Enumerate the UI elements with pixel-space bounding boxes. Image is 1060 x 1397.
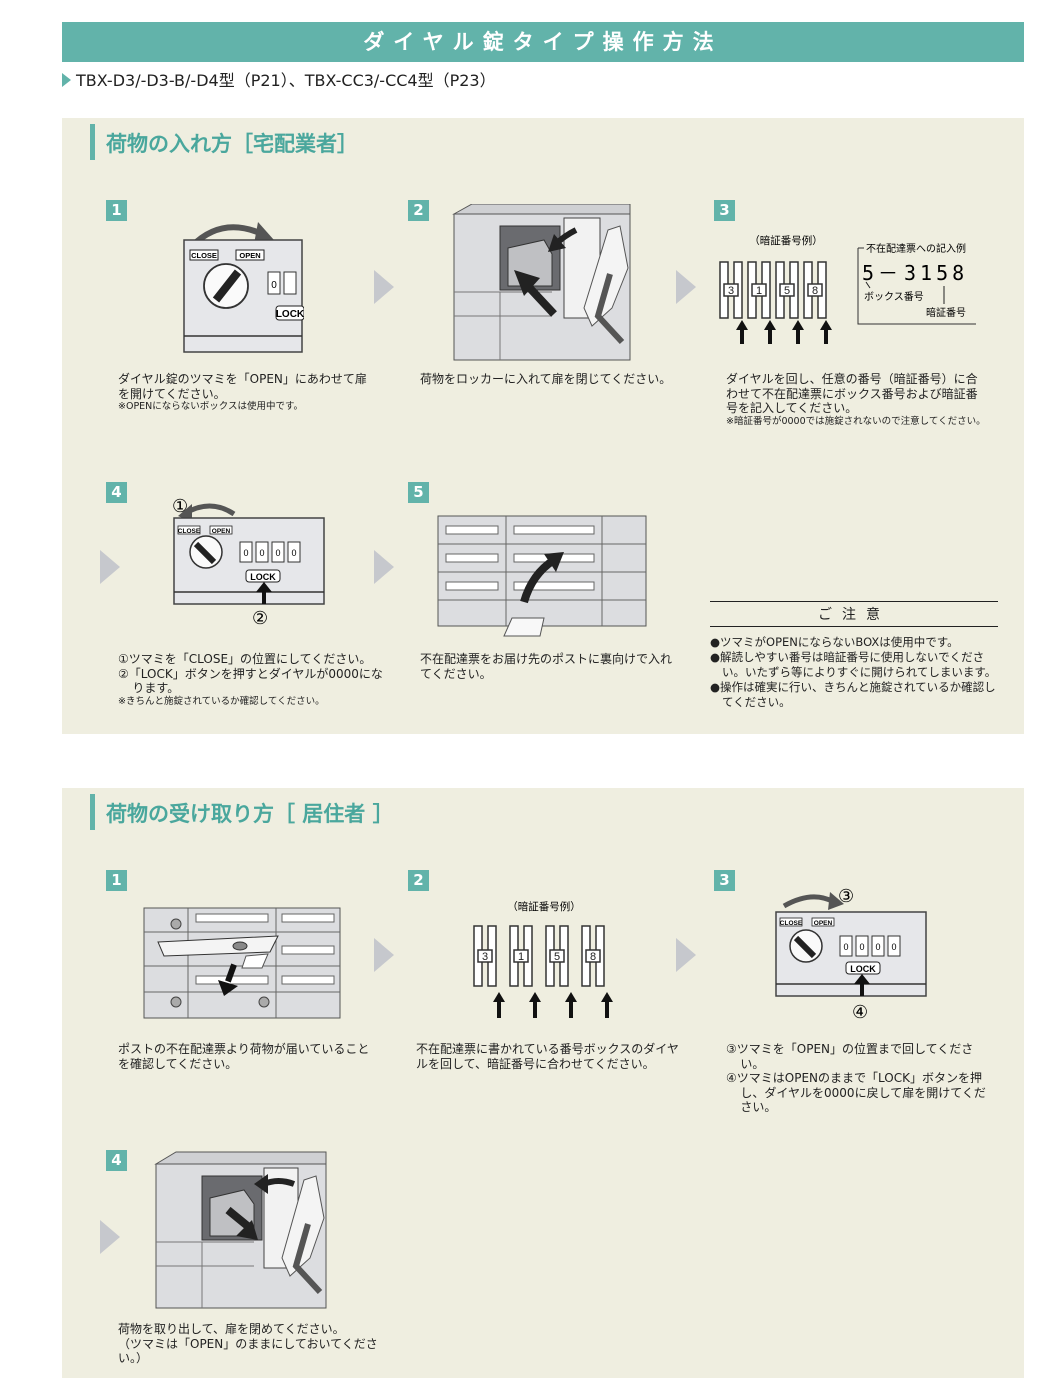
step-caption: 不在配達票をお届け先のポストに裏向けで入れてください。 [420,652,673,681]
next-arrow-icon [676,270,696,304]
caption-line: ④ツマミはOPENのままで「LOCK」ボタンを押し、ダイヤルを0000に戻して扉… [726,1071,986,1114]
step-mark: ③ [838,886,854,907]
step-number: 4 [106,482,127,503]
step-caption: ③ツマミを「OPEN」の位置まで回してください。 ④ツマミはOPENのままで「L… [726,1042,990,1115]
dial-digit: 0 [843,942,848,952]
dial-lock-open-illustration: CLOSE OPEN 0 LOCK [183,222,304,353]
caption-text: ダイヤル錠のツマミを「OPEN」にあわせて扉を開けてください。 [118,372,367,401]
open-label: OPEN [239,251,260,260]
dial-digit: 0 [859,942,864,952]
next-arrow-icon [374,550,394,584]
slip-pin: 3158 [904,261,968,285]
caption-note: ※OPENにならないボックスは使用中です。 [118,401,304,412]
step-mark: ④ [852,1002,868,1022]
caption-line: ①ツマミを「CLOSE」の位置にしてください。 [118,652,372,666]
step-mark: ② [252,608,268,628]
open-label: OPEN [212,528,231,535]
caption-line: ③ツマミを「OPEN」の位置まで回してください。 [726,1042,974,1071]
dial-digit: 5 [784,285,790,297]
next-arrow-icon [374,270,394,304]
dial-digit: 1 [756,285,762,297]
step-number: 4 [106,1150,127,1171]
dial-digit: 1 [518,951,524,963]
slip-box-number: 5 [862,261,874,285]
pickup-panel: 荷物の受け取り方［ 居住者 ］ 1 ポストの不在配達票より荷物が届いていることを… [62,788,1024,1378]
step-number: 1 [106,870,127,891]
open-label: OPEN [814,920,833,927]
pin-example-label: （暗証番号例） [749,234,823,247]
page-title: ダイヤル錠タイプ操作方法 [62,22,1024,62]
caption-line: （ツマミは「OPEN」のままにしておいてください。） [118,1336,378,1366]
slip-title: 不在配達票への記入例 [866,242,966,255]
caution-item: ●操作は確実に行い、きちんと施錠されているか確認してください。 [710,680,996,709]
close-label: CLOSE [780,920,803,927]
step-number: 5 [408,482,429,503]
caption-line: 荷物を取り出して、扉を閉めてください。 [118,1322,345,1336]
dial-digit: 3 [482,951,488,963]
caution-box: ご注意 ●ツマミがOPENにならないBOXは使用中です。 ●解読しやすい番号は暗… [710,601,998,710]
next-arrow-icon [676,938,696,972]
dial-digit: 5 [554,951,560,963]
caution-heading: ご注意 [710,601,998,627]
lock-label: LOCK [850,964,876,974]
dial-digit: 0 [243,548,248,558]
pin-example-illustration: （暗証番号例） 3 1 5 8 不在配達票への記入例 5 － 3158 ボックス… [719,234,976,344]
triangle-bullet-icon [62,73,71,87]
step-caption: 荷物を取り出して、扉を閉めてください。 （ツマミは「OPEN」のままにしておいて… [118,1322,388,1366]
caption-line: ②「LOCK」ボタンを押すとダイヤルが0000になります。 [118,666,383,696]
step-caption: ダイヤル錠のツマミを「OPEN」にあわせて扉を開けてください。 ※OPENになら… [118,372,376,413]
step-caption: ①ツマミを「CLOSE」の位置にしてください。 ②「LOCK」ボタンを押すとダイ… [118,652,388,708]
caption-text: ダイヤルを回し、任意の番号（暗証番号）に合わせて不在配達票にボックス番号および暗… [726,372,978,415]
dial-digit: 0 [891,942,896,952]
dial-digit: 3 [728,285,734,297]
next-arrow-icon [100,550,120,584]
mailbox-insert-illustration [437,515,647,637]
step-caption: 荷物をロッカーに入れて扉を閉じてください。 [420,372,672,386]
heading-bar [90,124,95,160]
dial-digit: 8 [590,951,596,963]
step-caption: 不在配達票に書かれている番号ボックスのダイヤルを回して、暗証番号に合わせてくださ… [416,1042,679,1071]
next-arrow-icon [374,938,394,972]
step-number: 2 [408,870,429,891]
step-caption: ポストの不在配達票より荷物が届いていることを確認してください。 [118,1042,370,1071]
close-label: CLOSE [178,528,201,535]
slip-dash: － [878,261,898,285]
dial-lock-reopen-illustration: ③ CLOSE OPEN 0 0 0 0 LOCK ④ [775,886,927,1022]
pin-number-label: 暗証番号 [926,306,966,319]
model-line: TBX-D3/-D3-B/-D4型（P21）、TBX-CC3/-CC4型（P23… [62,70,496,92]
step-number: 2 [408,200,429,221]
dial-digit: 0 [275,548,280,558]
dial-digit: 0 [291,548,296,558]
caution-item: ●ツマミがOPENにならないBOXは使用中です。 [710,635,959,649]
step-caption: ダイヤルを回し、任意の番号（暗証番号）に合わせて不在配達票にボックス番号および暗… [726,372,988,428]
locker-insert-illustration [452,204,631,361]
dial-lock-close-illustration: ① CLOSE OPEN 0 0 0 0 LOCK ② [172,496,325,628]
pin-dial-illustration: （暗証番号例） 3 1 5 8 [473,900,613,1018]
dial-digit: 0 [259,548,264,558]
close-label: CLOSE [191,251,217,260]
caption-note: ※きちんと施錠されているか確認してください。 [118,695,325,707]
model-text: TBX-D3/-D3-B/-D4型（P21）、TBX-CC3/-CC4型（P23… [76,71,496,90]
dial-digit: 0 [271,280,277,291]
locker-retrieve-illustration [154,1151,327,1309]
caption-note: ※暗証番号が0000では施錠されないので注意してください。 [726,415,986,427]
dial-digit: 0 [875,942,880,952]
caution-item: ●解読しやすい番号は暗証番号に使用しないでください。いたずら等によりすぐに開けら… [710,650,997,679]
mailbox-check-illustration [143,907,341,1019]
dial-digit: 8 [812,285,818,297]
lock-label: LOCK [250,572,276,582]
step-number: 3 [714,200,735,221]
delivery-panel: 荷物の入れ方［宅配業者］ 1 CLOSE OPEN 0 LOCK ダイヤル錠のツ… [62,118,1024,734]
step-number: 3 [714,870,735,891]
next-arrow-icon [100,1220,120,1254]
lock-label: LOCK [276,309,304,320]
heading-text: 荷物の入れ方［宅配業者］ [106,132,358,156]
heading-text: 荷物の受け取り方［ 居住者 ］ [106,802,394,826]
step-number: 1 [106,200,127,221]
box-number-label: ボックス番号 [864,291,924,303]
heading-bar [90,794,95,830]
pin-example-label: （暗証番号例） [507,900,581,913]
